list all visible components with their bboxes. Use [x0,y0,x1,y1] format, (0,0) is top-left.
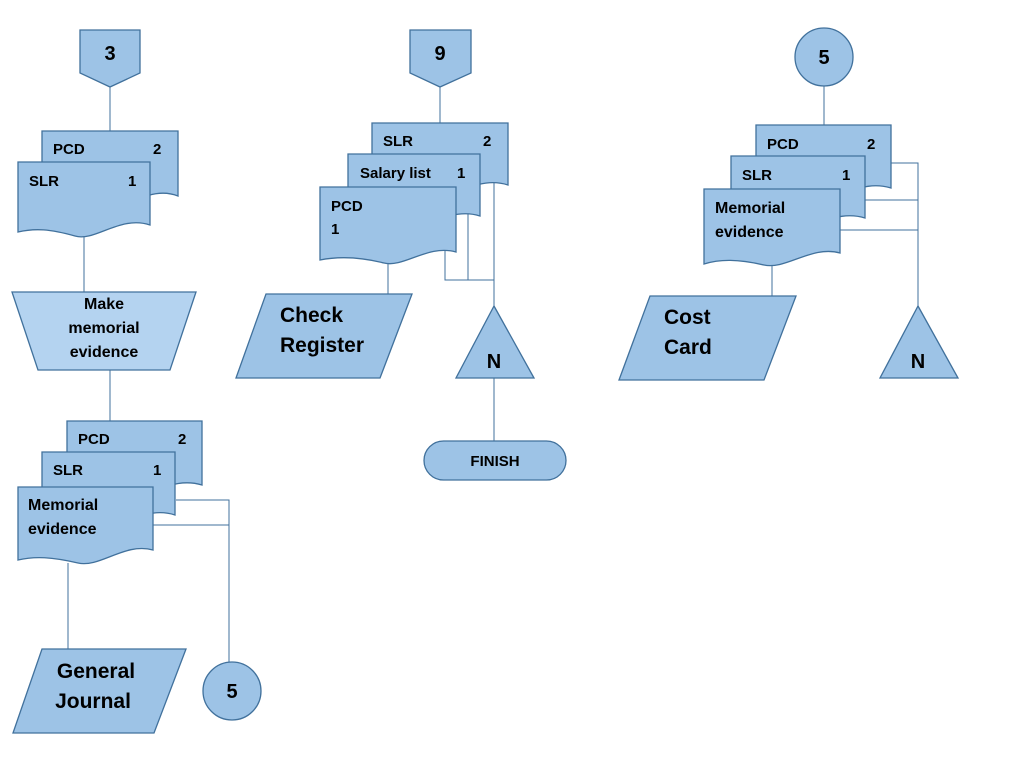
file-label: N [911,351,925,373]
file-label: N [487,351,501,373]
copy-number: 1 [153,462,161,479]
copy-number: 1 [128,173,136,190]
process-label-line: memorial [68,320,139,337]
ledger-check-register: Check Register [235,293,413,379]
document-label: PCD [767,136,799,153]
terminator-label: FINISH [470,453,519,470]
document-label: PCD [53,141,85,158]
column-1: 3 PCD 2 SLR 1 Make memorial evidence PCD… [11,29,262,734]
offpage-connector: 3 [79,29,141,88]
ledger-label-line: Cost [664,306,711,329]
document-label: SLR [53,462,83,479]
document-label-line: evidence [28,521,97,538]
document-label-line: Memorial [28,497,98,514]
terminator-finish: FINISH [423,440,567,481]
copy-number: 1 [842,167,850,184]
connector-line [444,249,468,281]
column-2: 9 SLR 2 Salary list 1 PCD 1 Check Regist… [235,29,567,481]
ledger-general-journal: General Journal [12,648,187,734]
connector-line [493,171,508,306]
copy-number: 2 [483,133,491,150]
copy-number: 1 [457,165,465,182]
connector-label: 3 [104,43,115,65]
process-label-line: Make [84,296,124,313]
manual-process-make-memorial-evidence: Make memorial evidence [11,291,197,371]
file-offline-storage: N [454,304,536,379]
ledger-label-line: Card [664,336,712,359]
connector-label: 9 [434,43,445,65]
document-pcd: PCD 1 [319,186,457,265]
copy-number: 2 [153,141,161,158]
document-label: SLR [742,167,772,184]
document-label-line: Memorial [715,200,785,217]
connector-line [467,209,494,281]
connector-line [891,162,919,306]
document-label: SLR [383,133,413,150]
onpage-connector: 5 [794,27,854,87]
document-memorial-evidence: Memorial evidence [17,486,154,565]
ledger-label-line: Journal [55,690,131,713]
ledger-label-line: General [57,660,135,683]
ledger-label-line: Check [280,304,343,327]
connector-label: 5 [226,681,237,703]
document-memorial-evidence: Memorial evidence [703,188,841,267]
ledger-cost-card: Cost Card [618,295,797,381]
ledger-label-line: Register [280,334,364,357]
document-label: PCD [78,431,110,448]
process-label-line: evidence [70,344,139,361]
document-label: SLR [29,173,59,190]
connector-line [176,499,230,663]
file-offline-storage: N [878,304,960,379]
copy-number: 2 [867,136,875,153]
onpage-connector: 5 [202,661,262,721]
offpage-connector: 9 [409,29,472,88]
column-3: 5 PCD 2 SLR 1 Memorial evidence Cost Car… [618,27,960,381]
connector-label: 5 [818,47,829,69]
copy-number: 2 [178,431,186,448]
document-slr: SLR 1 [17,161,151,238]
document-label-line: evidence [715,224,784,241]
document-label: Salary list [360,165,431,182]
document-label-line: PCD [331,198,363,215]
document-label-line: 1 [331,221,339,238]
